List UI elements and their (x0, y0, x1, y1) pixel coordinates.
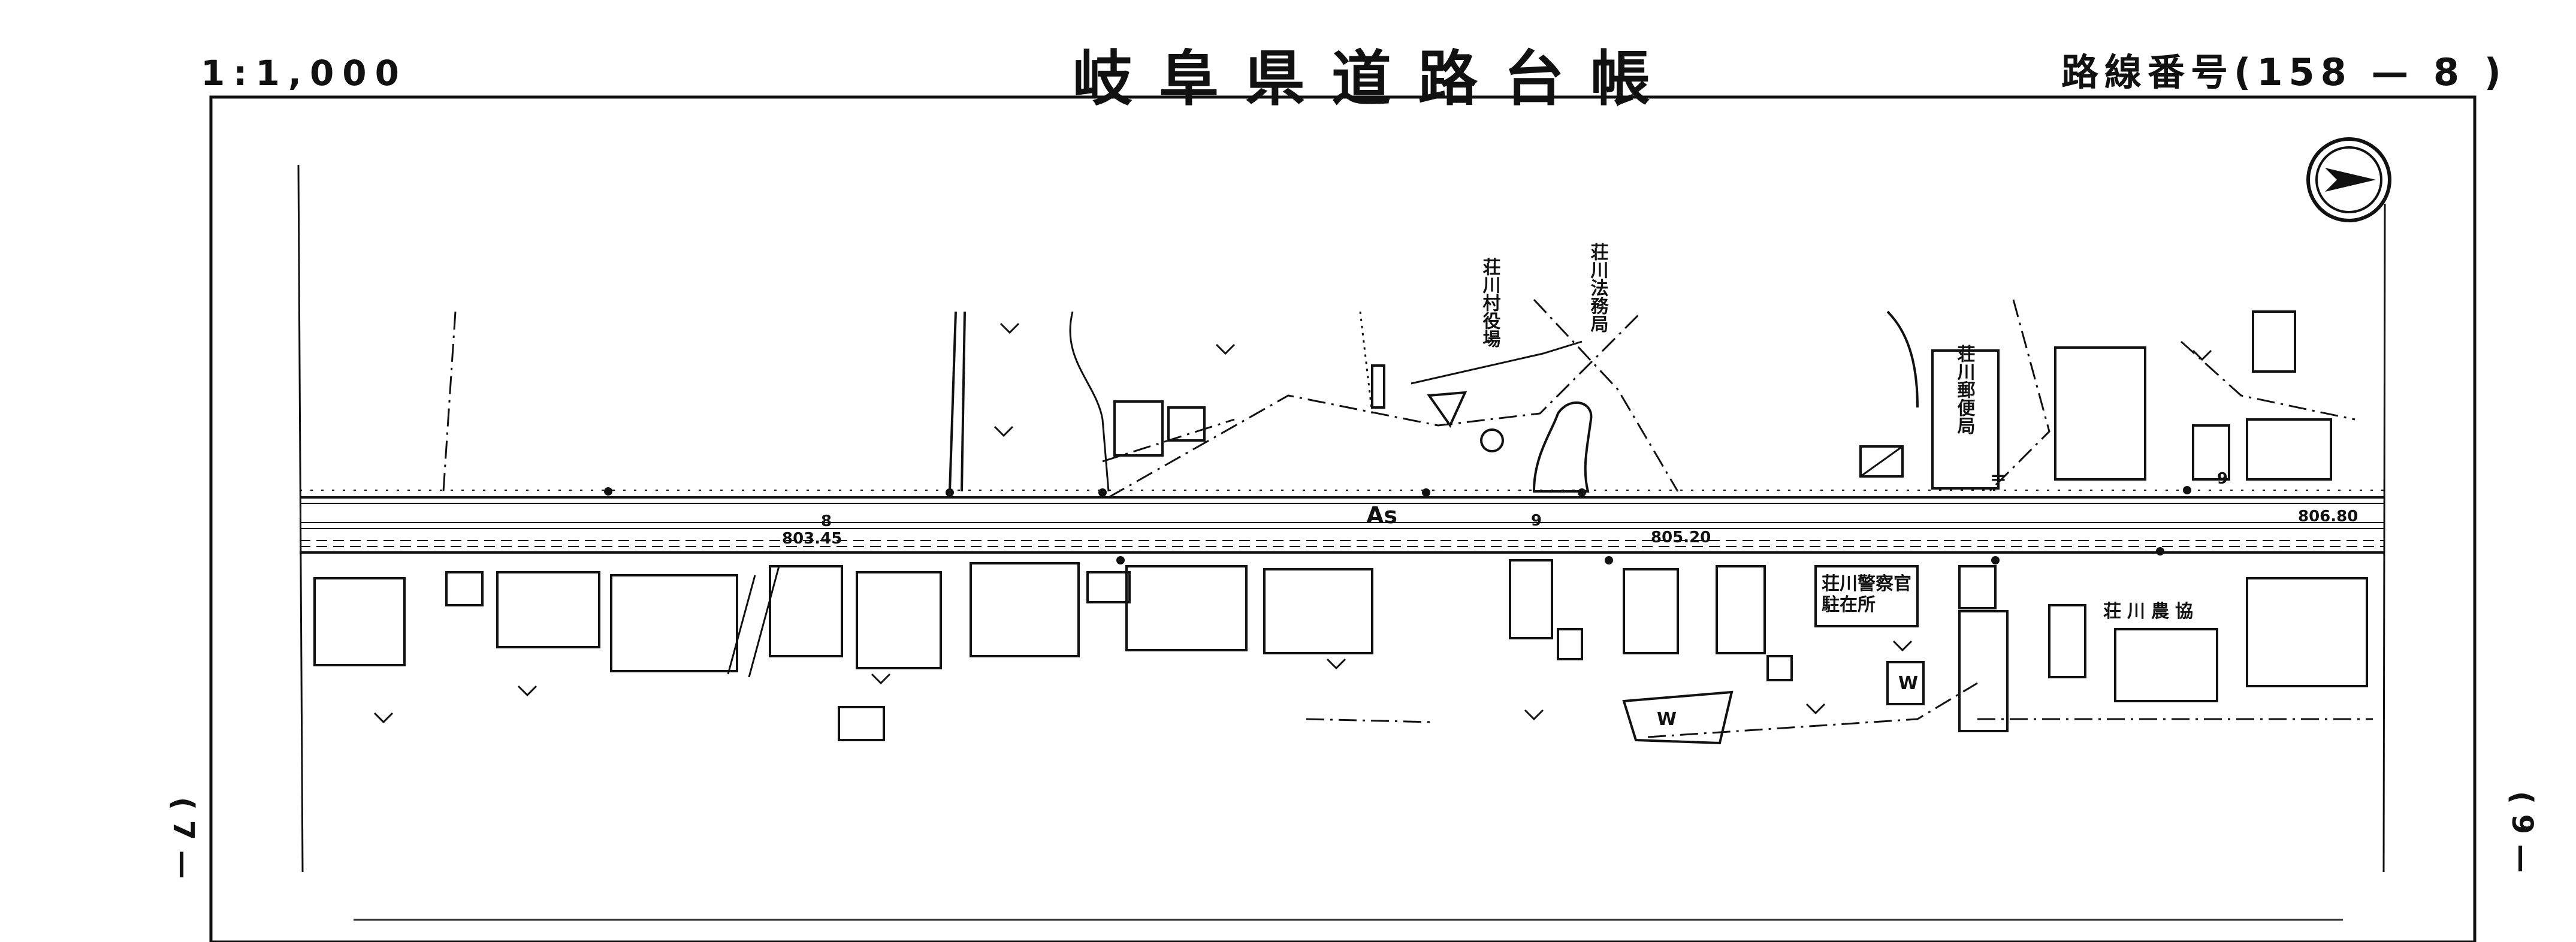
post-office-label: 荘川郵便局 (1953, 345, 1975, 434)
legal-bureau-label: 荘川法務局 (1587, 243, 1608, 333)
map-frame (209, 95, 2477, 942)
station-9-north: 9 (2217, 470, 2228, 488)
elevation-803-45: 803.45 (782, 530, 842, 548)
field-symbols (373, 322, 2212, 724)
buildings-north (949, 310, 2332, 493)
elevation-805-20: 805.20 (1651, 529, 1711, 547)
map-scale: 1:1,000 (201, 53, 408, 93)
map-title: 岐阜県道路台帳 (1073, 44, 1677, 114)
village-office-label: 荘川村役場 (1479, 258, 1500, 348)
wc-mark-1: W (1657, 709, 1677, 730)
road (300, 490, 2384, 554)
elevation-806-80: 806.80 (2298, 508, 2358, 526)
inner-border-left (297, 164, 304, 872)
police-box-label: 荘川警察官駐在所 (1822, 573, 1911, 615)
wc-mark-2: W (1898, 673, 1918, 694)
utility-poles (604, 486, 2191, 564)
north-arrow-icon (2306, 137, 2391, 222)
station-8: 8 (821, 512, 832, 530)
post-mark: 〒 (1989, 472, 2007, 493)
agri-coop-label: 荘川農協 (2103, 601, 2199, 622)
buildings-south (313, 559, 2368, 745)
route-number: 路線番号(158 — 8 ) (2061, 50, 2507, 94)
road-surface-label: As (1366, 502, 1397, 529)
adjacent-sheet-right: ( 9 — (2505, 791, 2539, 873)
inner-border-right (2382, 203, 2386, 872)
adjacent-sheet-left: ( 7 — (167, 797, 200, 879)
station-9: 9 (1531, 512, 1542, 530)
